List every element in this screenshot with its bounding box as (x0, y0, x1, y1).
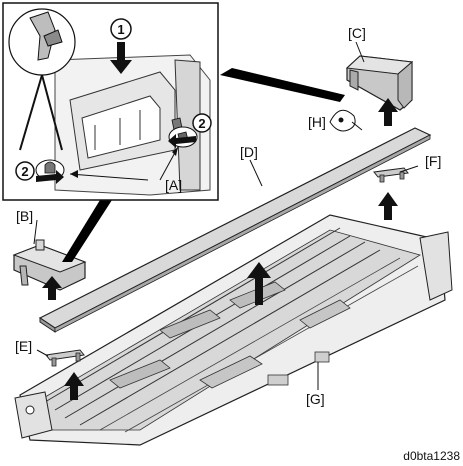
slide-arrow-icon (36, 170, 64, 184)
slide-arrow-icon (168, 134, 196, 148)
label-F: [F] (425, 153, 441, 169)
label-D: [D] (240, 144, 258, 160)
clip-E (45, 349, 85, 367)
bracket-C (345, 55, 414, 111)
lift-arrows (42, 98, 398, 400)
step-2-badge (192, 113, 212, 133)
arrow-up-icon (42, 276, 62, 300)
arrow-up-icon (378, 192, 398, 220)
label-A: [A] (165, 177, 182, 193)
arrow-up-icon (378, 98, 398, 126)
step-2-number: 2 (198, 116, 205, 131)
document-id: d0bta1238 (403, 449, 460, 463)
label-C: [C] (348, 25, 366, 41)
label-E: [E] (15, 338, 32, 354)
label-H: [H] (308, 114, 326, 130)
clip-F (373, 167, 409, 183)
step-1-badge (110, 18, 132, 40)
step-1-number: 1 (117, 22, 124, 37)
zoom-lines (62, 68, 345, 262)
exposure-glass-D (38, 127, 432, 333)
arrow-up-icon (247, 262, 271, 305)
detail-inset: 1 2 2 (2, 2, 219, 201)
arrow-up-icon (64, 372, 84, 400)
leader-lines (33, 41, 419, 390)
mark-H (329, 109, 363, 132)
step-2-number: 2 (21, 164, 28, 179)
label-B: [B] (16, 208, 33, 224)
press-arrow-icon (110, 42, 132, 74)
scanner-frame (14, 214, 453, 446)
step-2-badge (15, 161, 35, 181)
label-G: [G] (306, 391, 325, 407)
